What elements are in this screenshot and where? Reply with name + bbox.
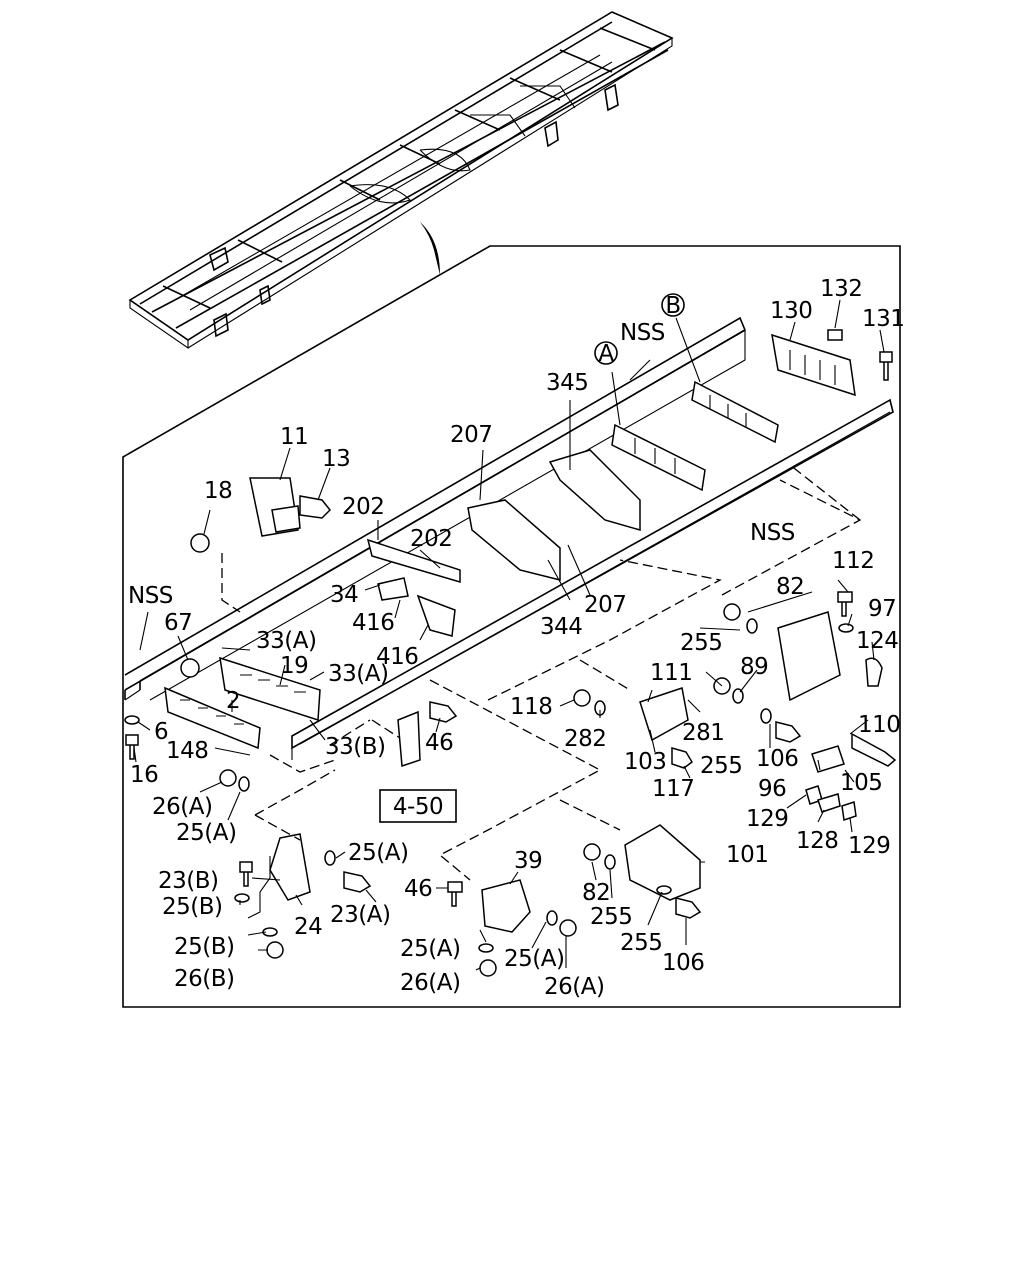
label-16: 16 xyxy=(130,762,158,788)
label-25b-2: 25(B) xyxy=(174,934,235,960)
leader-lines xyxy=(133,299,885,971)
label-130: 130 xyxy=(770,298,812,324)
label-13: 13 xyxy=(322,446,350,472)
label-25a-2: 25(A) xyxy=(348,840,408,866)
label-106-a: 106 xyxy=(756,746,798,772)
label-26a-3: 26(A) xyxy=(544,974,604,1000)
label-129-b: 129 xyxy=(848,833,890,859)
callout-B: B xyxy=(661,293,685,319)
label-26b: 26(B) xyxy=(174,966,235,992)
label-26a-2: 26(A) xyxy=(400,970,460,996)
detail-border xyxy=(122,245,901,1008)
label-26a-1: 26(A) xyxy=(152,794,212,820)
label-34: 34 xyxy=(330,582,358,608)
label-nss-1: NSS xyxy=(620,320,665,346)
label-111: 111 xyxy=(650,660,692,686)
label-25a-1: 25(A) xyxy=(176,820,236,846)
label-132: 132 xyxy=(820,276,862,302)
label-255-a: 255 xyxy=(680,630,722,656)
label-124: 124 xyxy=(856,628,898,654)
label-255-d: 255 xyxy=(620,930,662,956)
label-19: 19 xyxy=(280,653,308,679)
label-106-b: 106 xyxy=(662,950,704,976)
callout-A: A xyxy=(594,341,618,367)
label-128: 128 xyxy=(796,828,838,854)
label-23a: 23(A) xyxy=(330,902,390,928)
label-46-a: 46 xyxy=(425,730,453,756)
label-131: 131 xyxy=(862,306,904,332)
label-202-a: 202 xyxy=(342,494,384,520)
label-129-a: 129 xyxy=(746,806,788,832)
part-shapes xyxy=(124,329,897,977)
label-207-top: 207 xyxy=(450,422,492,448)
label-82-b: 82 xyxy=(582,880,610,906)
label-344: 344 xyxy=(540,614,582,640)
label-67: 67 xyxy=(164,610,192,636)
label-202-b: 202 xyxy=(410,526,452,552)
label-96: 96 xyxy=(758,776,786,802)
label-105: 105 xyxy=(840,770,882,796)
label-33a-1: 33(A) xyxy=(256,628,316,654)
label-345: 345 xyxy=(546,370,588,396)
label-2: 2 xyxy=(226,688,240,714)
label-103: 103 xyxy=(624,749,666,775)
label-255-c: 255 xyxy=(590,904,632,930)
label-416-b: 416 xyxy=(376,644,418,670)
label-46-b: 46 xyxy=(404,876,432,902)
label-6: 6 xyxy=(154,719,168,745)
label-101: 101 xyxy=(726,842,768,868)
label-18: 18 xyxy=(204,478,232,504)
label-255-b: 255 xyxy=(700,753,742,779)
label-148: 148 xyxy=(166,738,208,764)
label-207-bottom: 207 xyxy=(584,592,626,618)
label-117: 117 xyxy=(652,776,694,802)
label-25a-3: 25(A) xyxy=(400,936,460,962)
label-89: 89 xyxy=(740,654,768,680)
label-97: 97 xyxy=(868,596,896,622)
label-23b: 23(B) xyxy=(158,868,219,894)
label-24: 24 xyxy=(294,914,322,940)
label-nss-3: NSS xyxy=(128,583,173,609)
reference-box[interactable]: 4-50 xyxy=(379,789,457,823)
label-118: 118 xyxy=(510,694,552,720)
chassis-frame-overview xyxy=(128,11,674,350)
frame-rails-detail xyxy=(124,316,894,760)
label-nss-2: NSS xyxy=(750,520,795,546)
label-39: 39 xyxy=(514,848,542,874)
part-labels: 132 130 131 NSS 345 207 11 13 18 202 202… xyxy=(128,276,905,1000)
label-416-a: 416 xyxy=(352,610,394,636)
callout-A-label: A xyxy=(598,341,614,367)
label-110: 110 xyxy=(858,712,900,738)
label-112: 112 xyxy=(832,548,874,574)
label-11: 11 xyxy=(280,424,308,450)
label-33b: 33(B) xyxy=(325,734,386,760)
reference-box-label[interactable]: 4-50 xyxy=(393,794,444,820)
callout-B-label: B xyxy=(665,293,680,319)
label-25b-1: 25(B) xyxy=(162,894,223,920)
label-25a-4: 25(A) xyxy=(504,946,564,972)
label-281: 281 xyxy=(682,720,724,746)
label-82-a: 82 xyxy=(776,574,804,600)
label-282: 282 xyxy=(564,726,606,752)
label-33a-2: 33(A) xyxy=(328,661,388,687)
